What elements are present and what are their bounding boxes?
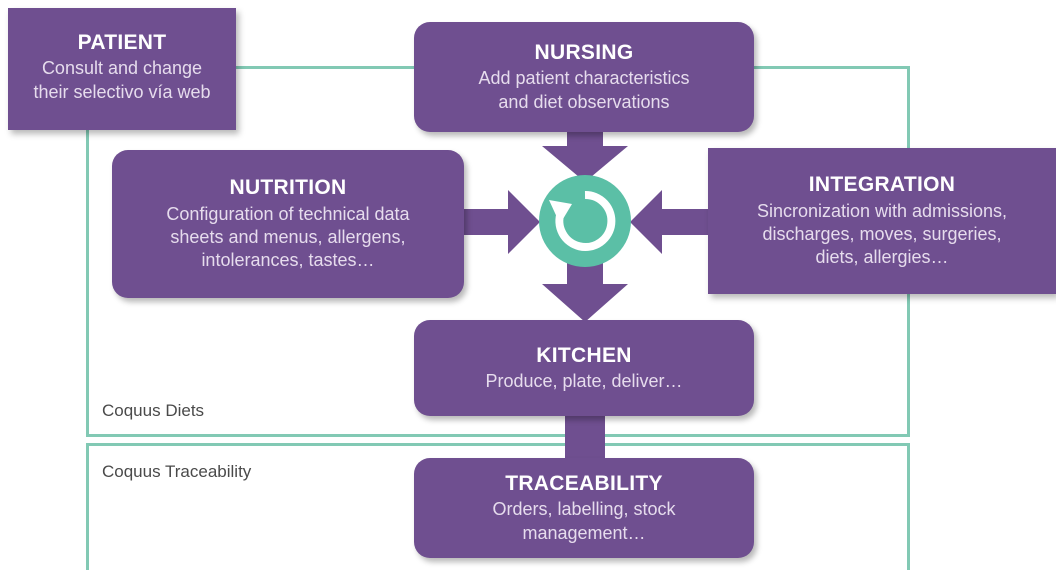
patient-box: PATIENT Consult and change their selecti… — [8, 8, 236, 130]
arrow-nursing-to-center — [542, 130, 628, 182]
nutrition-box: NUTRITION Configuration of technical dat… — [112, 150, 464, 298]
nursing-title: NURSING — [534, 41, 634, 65]
traceability-title: TRACEABILITY — [505, 472, 663, 496]
arrow-nutrition-to-center — [462, 190, 540, 254]
traceability-box: TRACEABILITY Orders, labelling, stock ma… — [414, 458, 754, 558]
integration-title: INTEGRATION — [808, 173, 956, 197]
integration-box: INTEGRATION Sincronization with admissio… — [708, 148, 1056, 294]
kitchen-traceability-connector — [565, 414, 605, 462]
nursing-description: Add patient characteristics and diet obs… — [478, 68, 690, 112]
arrow-integration-to-center — [630, 190, 710, 254]
integration-description: Sincronization with admissions, discharg… — [756, 200, 1008, 268]
kitchen-title: KITCHEN — [536, 343, 632, 367]
traceability-description: Orders, labelling, stock management… — [492, 499, 676, 543]
kitchen-box: KITCHEN Produce, plate, deliver… — [414, 320, 754, 416]
patient-description: Consult and change their selectivo vía w… — [33, 58, 211, 102]
coquus-traceability-label: Coquus Traceability — [102, 462, 252, 481]
arrow-center-to-kitchen — [542, 262, 628, 322]
nutrition-description: Configuration of technical data sheets a… — [166, 203, 410, 271]
nutrition-title: NUTRITION — [229, 176, 347, 200]
patient-title: PATIENT — [77, 31, 167, 55]
coquus-traceability-region — [86, 443, 910, 570]
refresh-cycle-icon — [539, 175, 631, 267]
kitchen-description: Produce, plate, deliver… — [485, 370, 683, 391]
coquus-diets-label: Coquus Diets — [102, 401, 205, 420]
nursing-box: NURSING Add patient characteristics and … — [414, 22, 754, 132]
